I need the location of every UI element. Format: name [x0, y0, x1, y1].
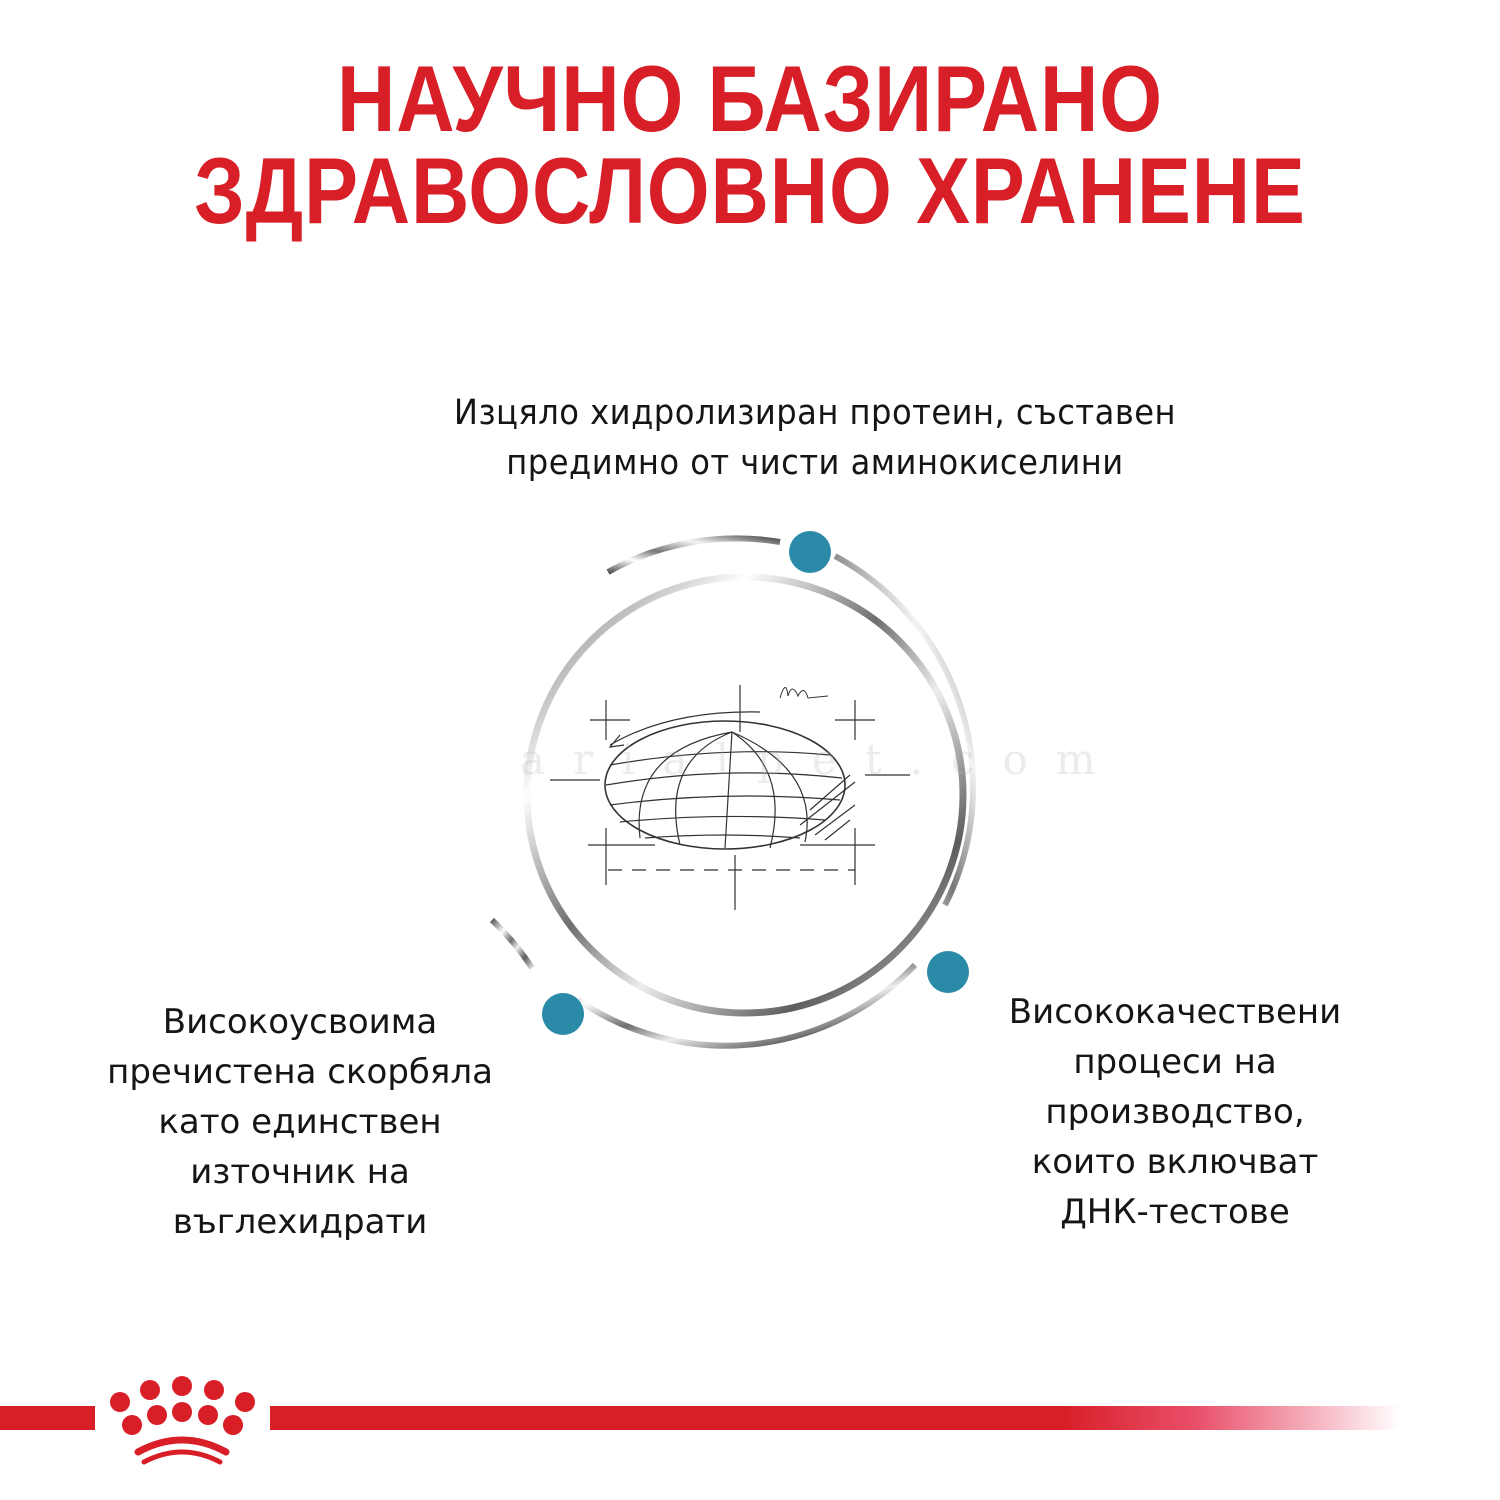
feature-text-line: пречистена скорбяла — [107, 1052, 493, 1092]
headline-line-1: НАУЧНО БАЗИРАНО — [336, 46, 1164, 151]
feature-text-line: като единствен — [158, 1102, 442, 1142]
feature-purified-starch: Високоусвоима пречистена скорбяла като е… — [60, 997, 540, 1247]
watermark: arialpet.com — [520, 735, 1124, 784]
feature-text-line: Високоусвоима — [162, 1002, 438, 1042]
outer-arc-left — [489, 917, 535, 970]
footer-bar-left — [0, 1406, 95, 1430]
feature-dot-top — [789, 531, 831, 573]
kibble-orbit-diagram — [470, 520, 1030, 1100]
headline-line-2: ЗДРАВОСЛОВНО ХРАНЕНЕ — [194, 138, 1306, 243]
feature-text-line: ДНК-тестове — [1060, 1192, 1290, 1232]
feature-text-line: които включват — [1031, 1142, 1319, 1182]
outer-arc-top — [606, 535, 781, 575]
feature-text-line: източник на — [190, 1152, 410, 1192]
feature-text-line: въглехидрати — [172, 1202, 428, 1242]
feature-text-line: Изцяло хидролизиран протеин, съставен — [453, 393, 1177, 433]
footer-bar-right — [270, 1406, 1400, 1430]
kibble-sketch-icon — [550, 685, 910, 910]
feature-quality-processes: Висококачествени процеси на производство… — [960, 987, 1390, 1237]
feature-text-line: предимно от чисти аминокиселини — [506, 443, 1124, 483]
feature-text-line: Висококачествени — [1008, 992, 1342, 1032]
inner-ring — [523, 573, 967, 1017]
feature-dot-right — [927, 951, 969, 993]
feature-text-line: производство, — [1045, 1092, 1305, 1132]
outer-arc-bottom — [576, 962, 918, 1049]
feature-dot-left — [542, 993, 584, 1035]
feature-hydrolysed-protein: Изцяло хидролизиран протеин, съставен пр… — [341, 388, 1289, 488]
crown-logo-icon — [100, 1370, 270, 1470]
feature-text-line: процеси на — [1073, 1042, 1277, 1082]
outer-arc-right — [833, 553, 977, 907]
